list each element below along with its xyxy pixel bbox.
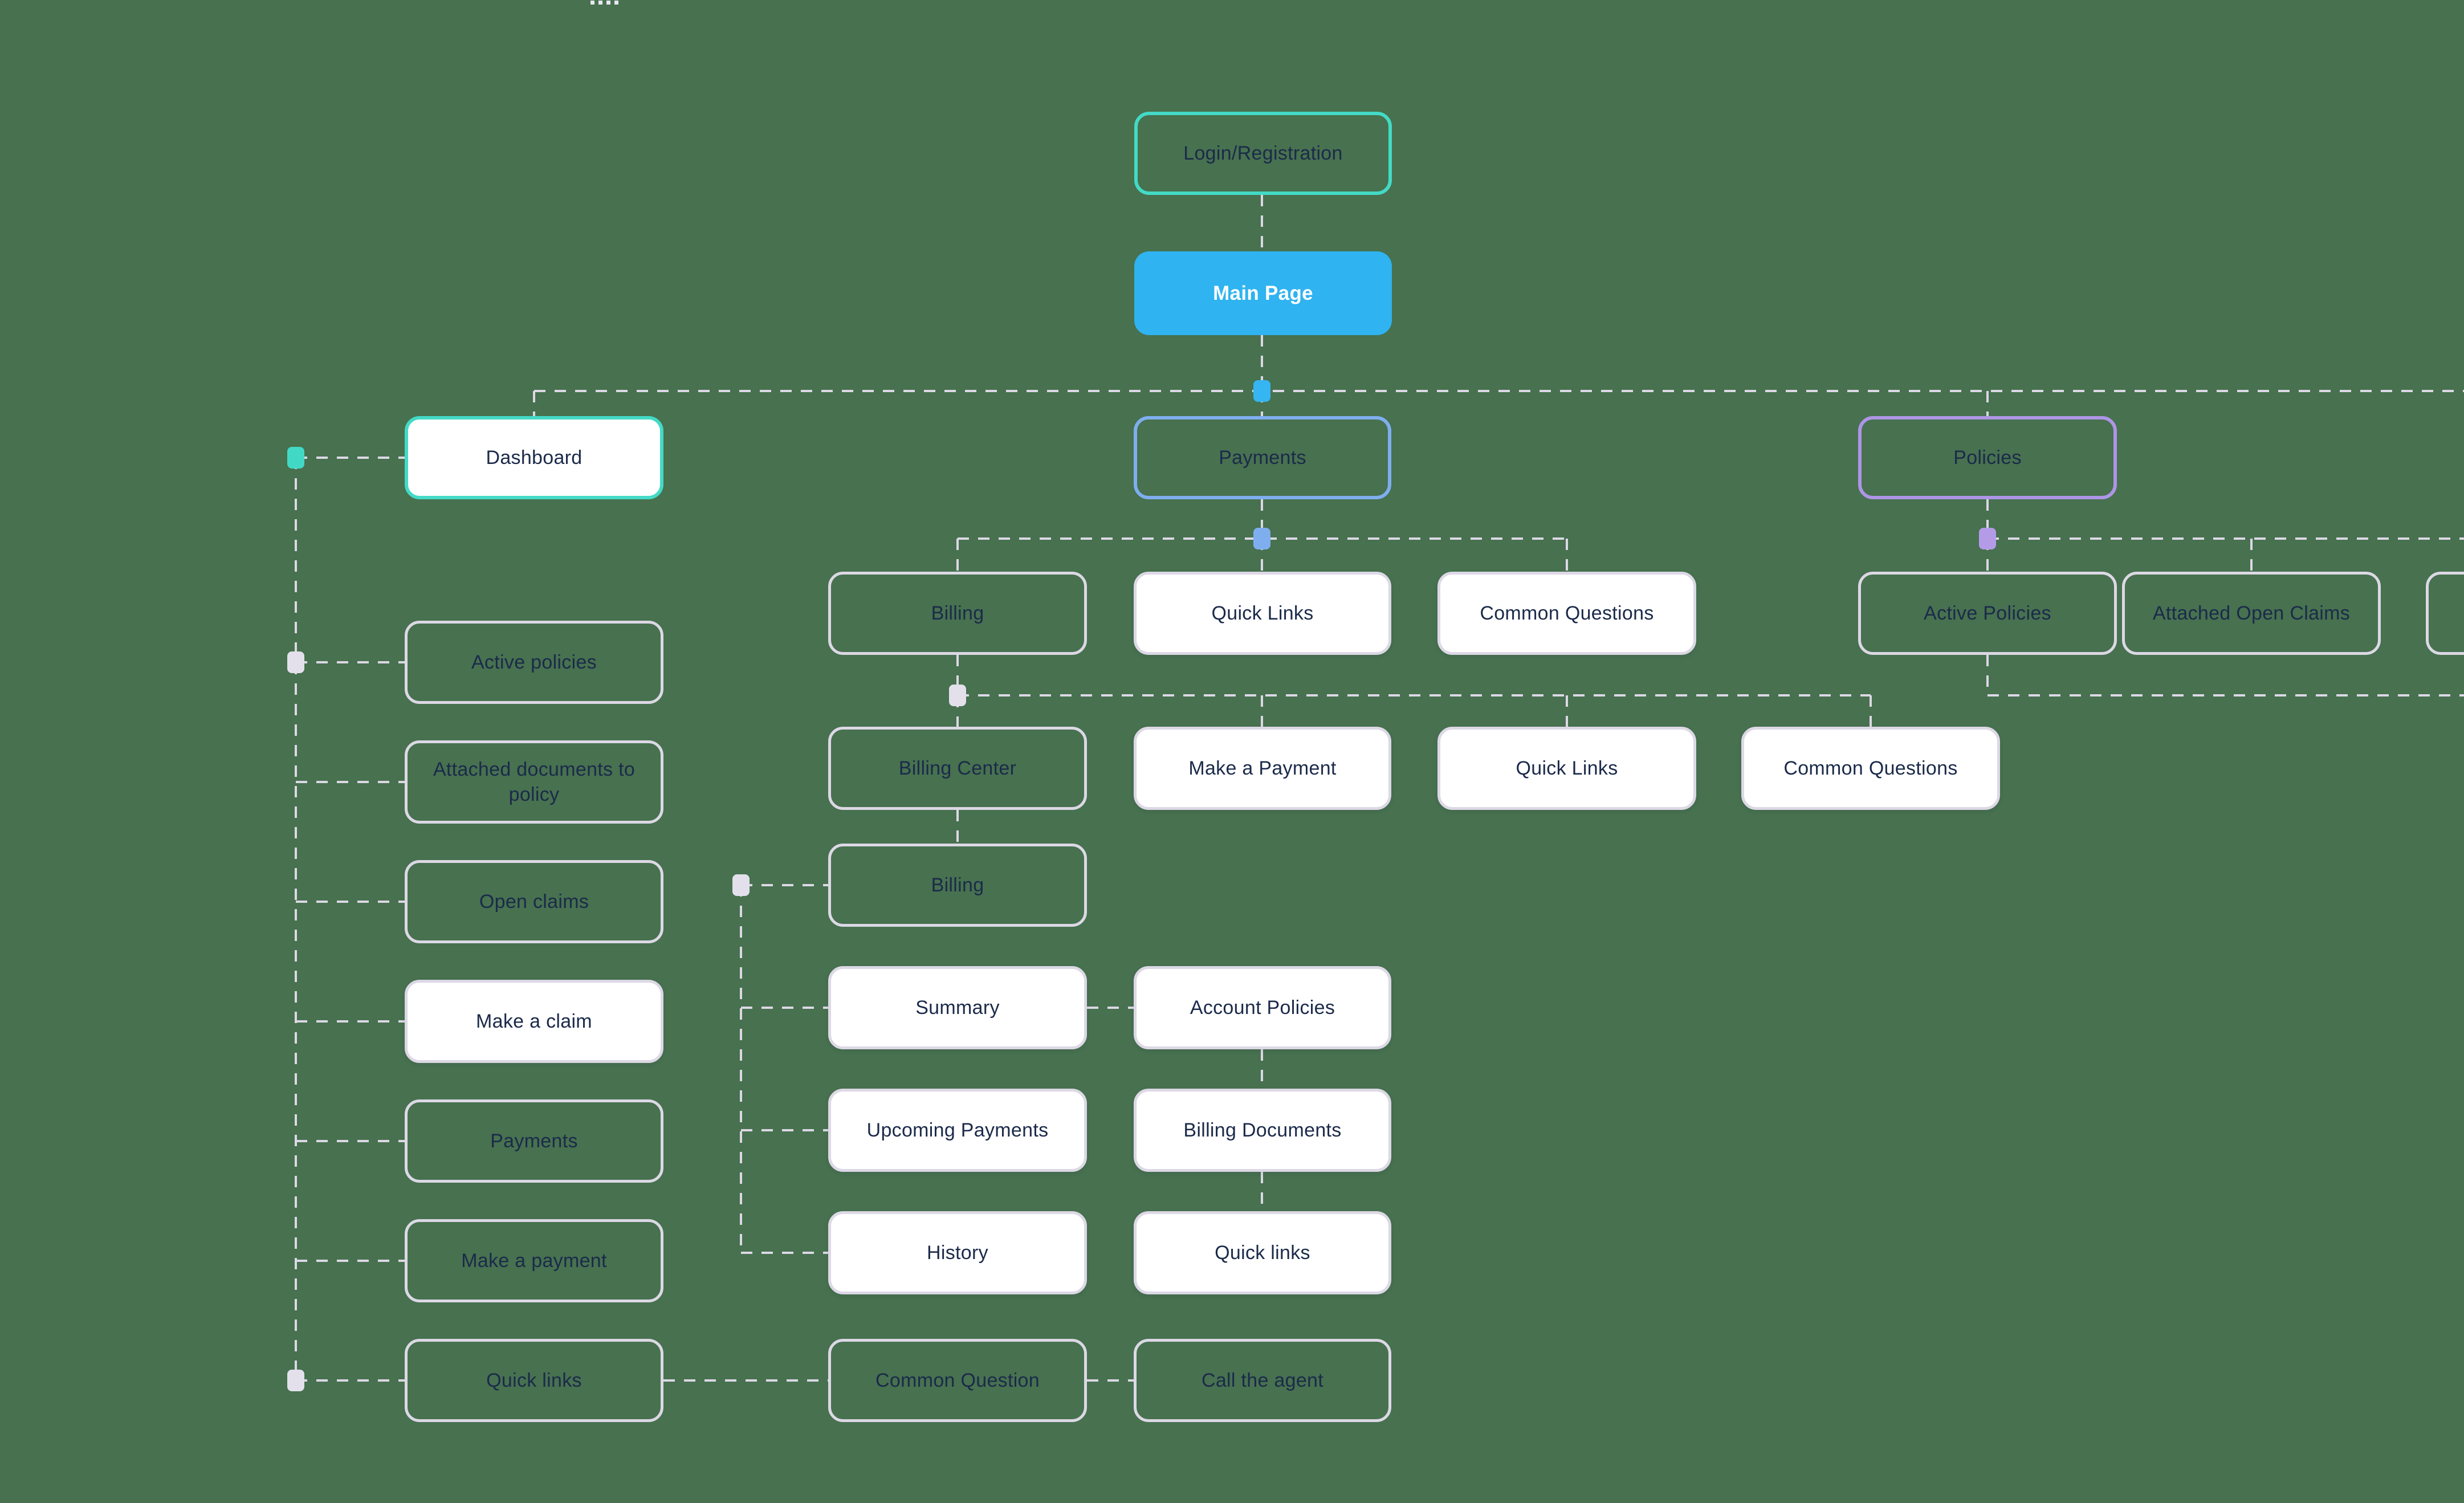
connector-policies-down bbox=[1986, 499, 1989, 539]
connector-branch-active-policies bbox=[296, 661, 405, 663]
connector-branch-upcoming bbox=[741, 1129, 828, 1131]
box-billing-center[interactable]: Billing Center bbox=[828, 727, 1087, 810]
box-quick-links-2[interactable]: Quick Links bbox=[1437, 727, 1696, 810]
connector-dashboard-spine bbox=[295, 458, 297, 1380]
box-payments[interactable]: Payments bbox=[1134, 416, 1391, 499]
connector-main-trunk bbox=[1261, 335, 1263, 391]
box-upcoming-payments[interactable]: Upcoming Payments bbox=[828, 1089, 1087, 1172]
connector-drop-commonquestions2 bbox=[1870, 695, 1872, 727]
connector-drop-payments bbox=[1261, 391, 1263, 416]
junction-billing2-node bbox=[732, 874, 750, 896]
box-make-a-claim[interactable]: Make a claim bbox=[405, 980, 663, 1063]
connector-commonquestion-calltheagent bbox=[1087, 1379, 1134, 1382]
connector-payments-down bbox=[1261, 499, 1263, 539]
box-dashboard[interactable]: Dashboard bbox=[405, 416, 663, 499]
connector-branch-history bbox=[741, 1252, 828, 1254]
box-summary[interactable]: Summary bbox=[828, 966, 1087, 1049]
connector-branch-open-claims bbox=[296, 901, 405, 903]
connector-drop-commonquestions1 bbox=[1566, 539, 1568, 572]
junction-dashboard-node bbox=[287, 447, 304, 469]
box-quick-links-dashboard[interactable]: Quick links bbox=[405, 1339, 663, 1422]
connector-drop-attachedopenclaims bbox=[2250, 539, 2253, 572]
connector-level1-rail bbox=[534, 390, 2464, 392]
box-main-page[interactable]: Main Page bbox=[1134, 251, 1392, 335]
box-payments-child[interactable]: Payments bbox=[405, 1099, 663, 1183]
box-login-registration[interactable]: Login/Registration bbox=[1134, 112, 1392, 195]
box-make-a-payment-child[interactable]: Make a payment bbox=[405, 1219, 663, 1302]
box-common-questions-2[interactable]: Common Questions bbox=[1741, 727, 2000, 810]
junction-main-node bbox=[1253, 380, 1270, 402]
connector-payments-rail2 bbox=[958, 694, 1871, 696]
box-quick-links-1[interactable]: Quick Links bbox=[1134, 572, 1391, 655]
box-billing[interactable]: Billing bbox=[828, 572, 1087, 655]
connector-drop-policies bbox=[1986, 391, 1989, 416]
connector-billingdocs-quicklinks bbox=[1261, 1172, 1263, 1211]
connector-branch-make-claim bbox=[296, 1020, 405, 1023]
box-active-policies-lower[interactable]: Active policies bbox=[405, 621, 663, 704]
box-call-the-agent[interactable]: Call the agent bbox=[1134, 1339, 1391, 1422]
connector-drop-dashboard bbox=[533, 391, 535, 416]
connector-billing-spine bbox=[740, 885, 742, 1253]
box-attached-documents-to-policy[interactable]: Attached documents to policy bbox=[405, 740, 663, 824]
junction-activepolicies-node bbox=[287, 651, 304, 673]
box-history[interactable]: History bbox=[828, 1211, 1087, 1294]
box-policies[interactable]: Policies bbox=[1858, 416, 2117, 499]
box-make-a-payment[interactable]: Make a Payment bbox=[1134, 727, 1391, 810]
connector-drop-billing bbox=[956, 539, 959, 572]
box-quick-links-billing[interactable]: Quick links bbox=[1134, 1211, 1391, 1294]
connector-policies-rail1 bbox=[1988, 537, 2464, 540]
connector-drop-quicklinks2 bbox=[1566, 695, 1568, 727]
connector-billingcenter-billing2 bbox=[956, 810, 959, 844]
connector-drop-quicklinks1 bbox=[1261, 539, 1263, 572]
connector-drop-activepolicies bbox=[1986, 539, 1989, 572]
junction-billing-node bbox=[949, 685, 966, 706]
connector-quicklinks-commonquestion bbox=[663, 1379, 828, 1382]
connector-branch-make-payment bbox=[296, 1260, 405, 1262]
connector-branch-quick-links bbox=[296, 1379, 405, 1382]
connector-policies-rail2 bbox=[1988, 694, 2464, 696]
junction-quicklinks-node bbox=[287, 1370, 304, 1391]
box-account-policies[interactable]: Account Policies bbox=[1134, 966, 1391, 1049]
box-billing-documents[interactable]: Billing Documents bbox=[1134, 1089, 1391, 1172]
connector-branch-payments bbox=[296, 1140, 405, 1142]
box-attached-open-claims[interactable]: Attached Open Claims bbox=[2122, 572, 2381, 655]
box-cut-off-right[interactable] bbox=[2426, 572, 2464, 655]
connector-billing2-stub bbox=[741, 884, 828, 886]
connector-dashboard-stub bbox=[296, 457, 405, 459]
junction-policies-node bbox=[1979, 528, 1996, 549]
box-open-claims[interactable]: Open claims bbox=[405, 860, 663, 943]
box-billing-2[interactable]: Billing bbox=[828, 844, 1087, 927]
box-active-policies-upper[interactable]: Active Policies bbox=[1858, 572, 2117, 655]
connector-accountpolicies-billingdocs bbox=[1261, 1049, 1263, 1089]
box-common-question[interactable]: Common Question bbox=[828, 1339, 1087, 1422]
box-common-questions-1[interactable]: Common Questions bbox=[1437, 572, 1696, 655]
connector-drop-makeapayment bbox=[1261, 695, 1263, 727]
cut-off-artifact-top bbox=[590, 1, 620, 5]
connector-activepolicies-down bbox=[1986, 655, 1989, 695]
connector-branch-summary bbox=[741, 1007, 828, 1009]
connector-summary-accountpolicies bbox=[1087, 1007, 1134, 1009]
connector-login-main bbox=[1261, 195, 1263, 251]
connector-branch-attached-docs bbox=[296, 781, 405, 783]
junction-payments-node bbox=[1253, 528, 1270, 549]
